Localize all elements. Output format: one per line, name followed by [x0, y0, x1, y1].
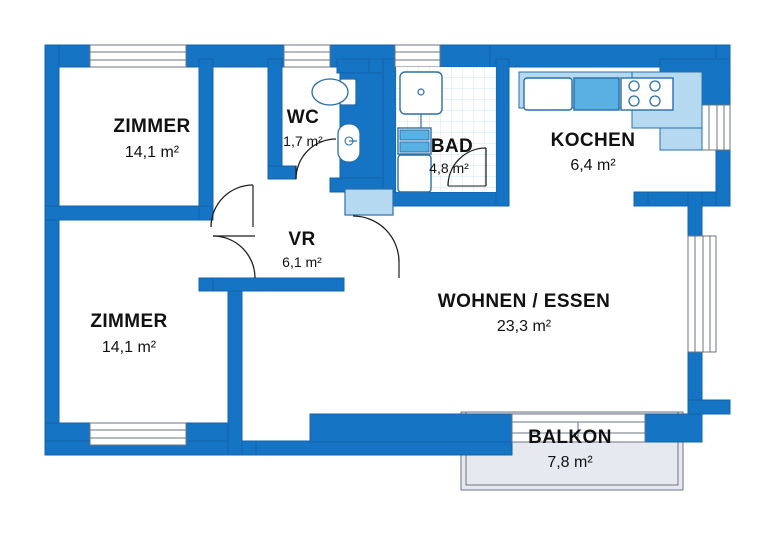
kitchen-fixtures: [518, 71, 703, 151]
washer-drawer: [399, 129, 430, 141]
room-label-kochen: KOCHEN 6,4 m²: [551, 130, 636, 174]
kitchen-dishwasher: [573, 77, 620, 111]
room-name: ZIMMER: [113, 116, 190, 137]
room-area: 6,4 m²: [570, 157, 616, 174]
window-wc: [283, 44, 331, 68]
room-area: 1,7 m²: [283, 133, 323, 149]
room-name: WOHNEN / ESSEN: [438, 291, 610, 312]
window-zimmer-top: [89, 44, 187, 68]
room-name: BALKON: [528, 427, 612, 448]
basin-drain: [417, 88, 425, 96]
room-name: ZIMMER: [90, 311, 167, 332]
room-label-wohnen: WOHNEN / ESSEN 23,3 m²: [438, 291, 610, 335]
wc-toilet: [311, 78, 349, 106]
room-label-zimmer-bottom: ZIMMER 14,1 m²: [90, 311, 167, 356]
room-area: 7,8 m²: [547, 454, 593, 471]
window-wohnen-right: [687, 235, 717, 353]
room-name: BAD: [431, 136, 473, 157]
room-label-bad: BAD 4,8 m²: [429, 136, 473, 176]
room-area: 4,8 m²: [429, 160, 469, 176]
room-name: VR: [288, 229, 315, 250]
door-swing-wohnen: [352, 215, 400, 263]
room-area: 6,1 m²: [282, 254, 322, 270]
room-label-vr: VR 6,1 m²: [282, 229, 322, 270]
window-zimmer-bottom: [89, 422, 187, 446]
room-area: 23,3 m²: [497, 318, 552, 335]
kitchen-stove: [620, 77, 674, 111]
window-kochen-right: [701, 104, 731, 151]
room-area: 14,1 m²: [102, 339, 157, 356]
kitchen-counter-lower: [659, 127, 703, 151]
room-labels: ZIMMER 14,1 m² ZIMMER 14,1 m² WC 1,7 m² …: [90, 107, 635, 471]
room-label-balkon: BALKON 7,8 m²: [528, 427, 612, 471]
room-label-zimmer-top: ZIMMER 14,1 m²: [113, 116, 190, 161]
room-label-wc: WC 1,7 m²: [283, 107, 323, 149]
hallway-fixtures: [210, 184, 400, 279]
vr-cabinet: [344, 188, 394, 216]
window-bad: [394, 44, 441, 68]
door-swing-zimmer-top: [210, 184, 254, 228]
windows-group: [89, 44, 731, 446]
window-balcony-door: [511, 413, 646, 443]
room-area: 14,1 m²: [125, 144, 180, 161]
stove-burner: [649, 95, 661, 107]
wc-sink: [337, 123, 361, 163]
wc-fixtures: [295, 78, 361, 180]
door-swing-zimmer-bottom: [212, 235, 256, 279]
room-name: WC: [287, 107, 319, 128]
washer-drawer: [399, 141, 430, 153]
door-swing-bad: [447, 147, 487, 187]
wall-structure: [44, 44, 731, 456]
bath-tub: [397, 154, 432, 193]
stove-burner: [628, 95, 640, 107]
stove-burner: [649, 80, 661, 92]
stove-burner: [628, 80, 640, 92]
kitchen-sink: [523, 77, 573, 111]
door-swing-wc: [295, 138, 337, 180]
wc-sink-drain: [344, 136, 354, 146]
bathroom-fixtures: [396, 67, 496, 193]
room-name: KOCHEN: [551, 130, 636, 151]
